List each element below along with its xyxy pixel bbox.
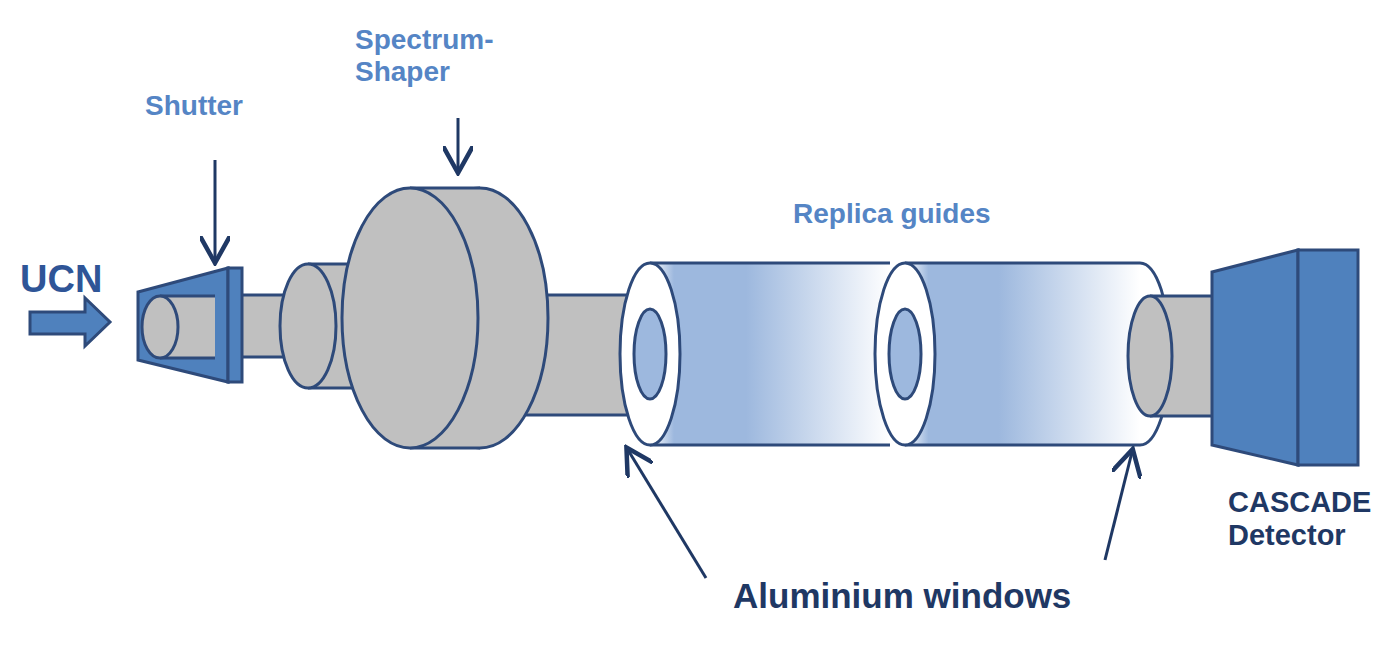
aluminium-window	[1128, 296, 1172, 416]
part-label: Aluminium windows	[733, 576, 1071, 616]
leader-arrow	[214, 160, 217, 260]
part-label: CASCADE Detector	[1228, 486, 1371, 553]
detector-body	[1212, 250, 1298, 465]
leader-arrow	[457, 118, 460, 170]
leader-arrow	[1105, 452, 1132, 560]
aluminium-window	[634, 309, 666, 399]
part-label: Replica guides	[793, 198, 991, 230]
adapter-face	[280, 264, 336, 388]
part-label: Spectrum- Shaper	[355, 24, 493, 88]
guide-face	[620, 263, 680, 445]
part-label: Shutter	[145, 90, 243, 122]
shutter-opening	[142, 296, 178, 358]
shutter-flange	[228, 268, 242, 382]
detector-back	[1298, 250, 1358, 465]
shutter-body	[138, 268, 228, 382]
guide-edge	[905, 263, 1140, 445]
shaper-front	[342, 188, 478, 448]
beam-arrow	[30, 298, 110, 346]
guide-joint	[889, 309, 921, 399]
beam-label: UCN	[20, 258, 102, 302]
leader-arrow	[628, 450, 706, 578]
guide-edge	[650, 263, 890, 445]
guide-face	[875, 263, 935, 445]
replica-guide	[905, 263, 1140, 445]
replica-guide	[650, 263, 890, 445]
